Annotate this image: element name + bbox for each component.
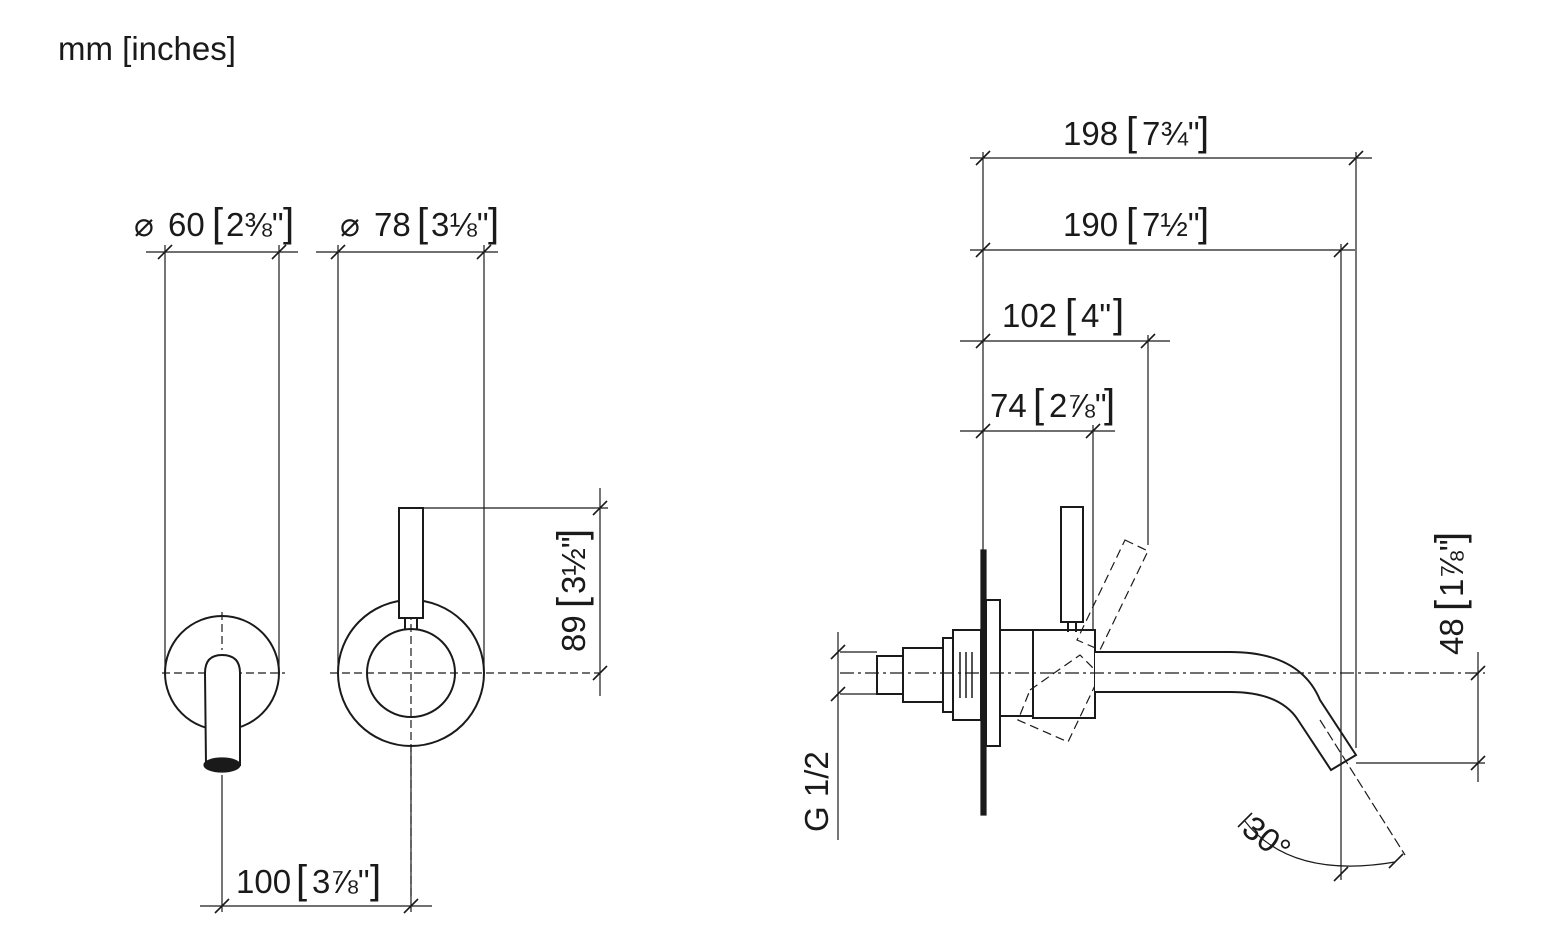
bracket-close: ] — [488, 201, 499, 245]
connection-body — [876, 655, 904, 695]
spout-drop-mm: 48 — [1433, 618, 1470, 655]
bracket-open: [ — [417, 201, 428, 245]
bracket-close: ] — [283, 201, 294, 245]
diameter-symbol: ⌀ — [134, 206, 154, 243]
connection-thread-label: G 1/2 — [798, 751, 835, 832]
handle-rosette — [316, 244, 600, 900]
center-distance-inches: 3⅞" — [312, 863, 370, 900]
valve-body — [1032, 629, 1096, 719]
handle-swing-inches: 4" — [1081, 297, 1111, 334]
handle-rosette-mm: 78 — [374, 206, 411, 243]
handle-height-inches: 3½" — [555, 536, 592, 594]
handle-rosette-inches: 3⅛" — [431, 206, 489, 243]
overall-projection-label: 198 [ 7¾" ] — [1063, 110, 1209, 154]
bracket-close: ] — [1428, 532, 1472, 543]
side-lever — [1060, 506, 1084, 623]
spout-outlet — [203, 757, 241, 773]
handle-projection-mm: 74 — [990, 387, 1027, 424]
bracket-close: ] — [1198, 201, 1209, 245]
diameter-symbol: ⌀ — [340, 206, 360, 243]
handle-projection-label: 74 [ 2⅞" ] — [990, 382, 1115, 426]
overall-projection-mm: 198 — [1063, 115, 1118, 152]
units-note: mm [inches] — [58, 30, 236, 67]
handle-height-dimension — [424, 488, 608, 696]
handle-rosette-label: ⌀ 78 [ 3⅛" ] — [340, 201, 499, 245]
svg-text:G 1/2: G 1/2 — [798, 751, 835, 832]
bracket-open: [ — [550, 597, 594, 608]
handle-height-label: 89 [ 3½" ] — [550, 529, 594, 652]
bracket-close: ] — [1104, 382, 1115, 426]
spout-rosette-label: ⌀ 60 [ 2⅜" ] — [134, 201, 294, 245]
overall-projection-inches: 7¾" — [1142, 115, 1200, 152]
spout-rosette — [146, 244, 298, 773]
svg-text:30°: 30° — [1236, 808, 1298, 868]
bracket-close: ] — [550, 529, 594, 540]
handle-swing-label: 102 [ 4" ] — [1002, 292, 1124, 336]
center-distance-label: 100 [ 3⅞" ] — [236, 858, 381, 902]
center-distance-mm: 100 — [236, 863, 291, 900]
side-view — [830, 150, 1486, 882]
handle-projection-inches: 2⅞" — [1049, 387, 1107, 424]
spout-projection-mm: 190 — [1063, 206, 1118, 243]
bracket-open: [ — [1428, 600, 1472, 611]
handle-swing-mm: 102 — [1002, 297, 1057, 334]
spout-drop-label: 48 [ 1⅞" ] — [1428, 532, 1472, 655]
spout-rosette-inches: 2⅜" — [226, 206, 284, 243]
bracket-close: ] — [370, 858, 381, 902]
spout — [1095, 651, 1358, 772]
bracket-open: [ — [1065, 292, 1076, 336]
spout-angle-label: 30° — [1236, 808, 1298, 868]
bracket-open: [ — [212, 201, 223, 245]
bracket-open: [ — [296, 858, 307, 902]
spout-projection-label: 190 [ 7½" ] — [1063, 201, 1209, 245]
center-distance-dimension — [200, 745, 432, 914]
spout-drop-inches: 1⅞" — [1433, 539, 1470, 597]
bracket-close: ] — [1198, 110, 1209, 154]
bracket-open: [ — [1033, 382, 1044, 426]
bracket-open: [ — [1126, 201, 1137, 245]
lever-handle — [398, 507, 424, 619]
spout-projection-inches: 7½" — [1142, 206, 1200, 243]
bracket-open: [ — [1126, 110, 1137, 154]
handle-height-mm: 89 — [555, 615, 592, 652]
bracket-close: ] — [1113, 292, 1124, 336]
spout-rosette-mm: 60 — [168, 206, 205, 243]
